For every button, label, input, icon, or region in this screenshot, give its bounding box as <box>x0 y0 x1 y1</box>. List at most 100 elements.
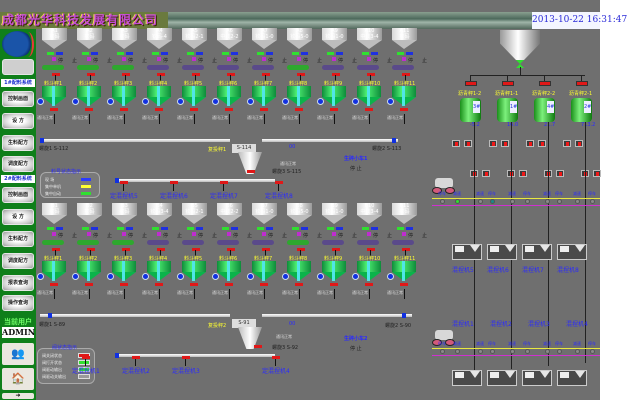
sidebar-button-recipe-2[interactable]: 设 方 <box>2 209 34 225</box>
sidebar-button-control-1[interactable]: 控制画面 <box>2 91 34 107</box>
discharge-valve[interactable] <box>50 283 58 286</box>
screw-feeder[interactable] <box>287 65 309 70</box>
tank-inlet-valve[interactable] <box>539 81 551 86</box>
gate-valve-icon[interactable] <box>192 232 196 236</box>
hopper-scale[interactable] <box>147 86 171 108</box>
login-icon[interactable]: 👥 <box>2 343 34 365</box>
hopper-scale[interactable] <box>252 261 276 283</box>
kneading-mixer[interactable] <box>487 370 517 386</box>
discharge-valve[interactable] <box>190 108 198 111</box>
gate-valve-icon[interactable] <box>192 57 196 61</box>
mix-scale-valve-2[interactable] <box>254 345 262 348</box>
vibrator-motor-icon[interactable] <box>387 273 394 280</box>
vibrator-motor-icon[interactable] <box>107 98 114 105</box>
hopper-scale[interactable] <box>42 261 66 283</box>
vibrator-motor-icon[interactable] <box>37 273 44 280</box>
feeder-valve[interactable] <box>367 73 375 76</box>
screw-conveyor-s112[interactable] <box>40 139 230 142</box>
discharge-valve[interactable] <box>85 283 93 286</box>
gate-valve-icon[interactable] <box>262 232 266 236</box>
hopper-scale[interactable] <box>147 261 171 283</box>
gate-valve-icon[interactable] <box>122 57 126 61</box>
feeder-valve[interactable] <box>262 73 270 76</box>
vibrator-motor-icon[interactable] <box>72 98 79 105</box>
feeder-valve[interactable] <box>367 248 375 251</box>
asphalt-scale-tank[interactable]: 1# <box>497 98 518 122</box>
gate-valve-icon[interactable] <box>402 232 406 236</box>
screw-conveyor-s89[interactable] <box>40 314 230 317</box>
vibrator-motor-icon[interactable] <box>142 98 149 105</box>
screw-conveyor-distribution-2[interactable] <box>115 354 275 357</box>
screw-feeder[interactable] <box>112 240 134 245</box>
gate-valve-icon[interactable] <box>297 232 301 236</box>
kneading-mixer[interactable] <box>487 244 517 260</box>
screw-feeder[interactable] <box>147 240 169 245</box>
vibrator-motor-icon[interactable] <box>247 273 254 280</box>
sidebar-button-dispatch-recipe-2[interactable]: 调度配方 <box>2 253 34 269</box>
asphalt-valve[interactable] <box>538 140 546 147</box>
hopper-scale[interactable] <box>217 86 241 108</box>
vibrator-motor-icon[interactable] <box>352 98 359 105</box>
screw-feeder[interactable] <box>77 240 99 245</box>
asphalt-valve[interactable] <box>519 170 527 177</box>
hopper-scale[interactable] <box>322 86 346 108</box>
sidebar-button-operation-log[interactable]: 操作查询 <box>2 295 34 311</box>
gate-valve-icon[interactable] <box>367 57 371 61</box>
discharge-valve[interactable] <box>400 283 408 286</box>
discharge-valve[interactable] <box>120 108 128 111</box>
kneading-mixer[interactable] <box>452 244 482 260</box>
hopper-scale[interactable] <box>287 261 311 283</box>
vibrator-motor-icon[interactable] <box>387 98 394 105</box>
gate-valve-icon[interactable] <box>402 57 406 61</box>
feeder-valve[interactable] <box>87 73 95 76</box>
vibrator-motor-icon[interactable] <box>317 273 324 280</box>
feeder-valve[interactable] <box>297 248 305 251</box>
screw-feeder[interactable] <box>112 65 134 70</box>
discharge-valve[interactable] <box>155 283 163 286</box>
home-icon[interactable]: 🏠 <box>2 368 34 390</box>
screw-feeder[interactable] <box>322 65 344 70</box>
vibrator-motor-icon[interactable] <box>212 98 219 105</box>
feeder-valve[interactable] <box>192 248 200 251</box>
feeder-valve[interactable] <box>262 248 270 251</box>
kneading-mixer[interactable] <box>522 244 552 260</box>
exit-icon[interactable]: ➜ <box>2 393 34 399</box>
discharge-valve[interactable] <box>330 108 338 111</box>
discharge-valve[interactable] <box>365 283 373 286</box>
discharge-valve[interactable] <box>260 108 268 111</box>
kneading-mixer[interactable] <box>452 370 482 386</box>
vibrator-motor-icon[interactable] <box>282 273 289 280</box>
gate-valve-icon[interactable] <box>52 232 56 236</box>
hopper-scale[interactable] <box>182 86 206 108</box>
gate-valve-icon[interactable] <box>262 57 266 61</box>
vibrator-motor-icon[interactable] <box>37 98 44 105</box>
tank-inlet-valve[interactable] <box>502 81 514 86</box>
feeder-valve[interactable] <box>122 73 130 76</box>
distribution-valve[interactable] <box>82 356 90 359</box>
distribution-valve[interactable] <box>275 181 283 184</box>
asphalt-valve[interactable] <box>563 140 571 147</box>
feeder-valve[interactable] <box>192 73 200 76</box>
feeder-valve[interactable] <box>227 73 235 76</box>
vibrator-motor-icon[interactable] <box>352 273 359 280</box>
hopper-scale[interactable] <box>392 86 416 108</box>
gate-valve-icon[interactable] <box>122 232 126 236</box>
screw-feeder[interactable] <box>147 65 169 70</box>
asphalt-valve[interactable] <box>575 140 583 147</box>
screw-feeder[interactable] <box>182 240 204 245</box>
discharge-valve[interactable] <box>50 108 58 111</box>
kneading-mixer[interactable] <box>557 244 587 260</box>
vibrator-motor-icon[interactable] <box>247 98 254 105</box>
gate-valve-icon[interactable] <box>227 57 231 61</box>
asphalt-valve[interactable] <box>489 140 497 147</box>
asphalt-valve[interactable] <box>526 140 534 147</box>
vibrator-motor-icon[interactable] <box>317 98 324 105</box>
